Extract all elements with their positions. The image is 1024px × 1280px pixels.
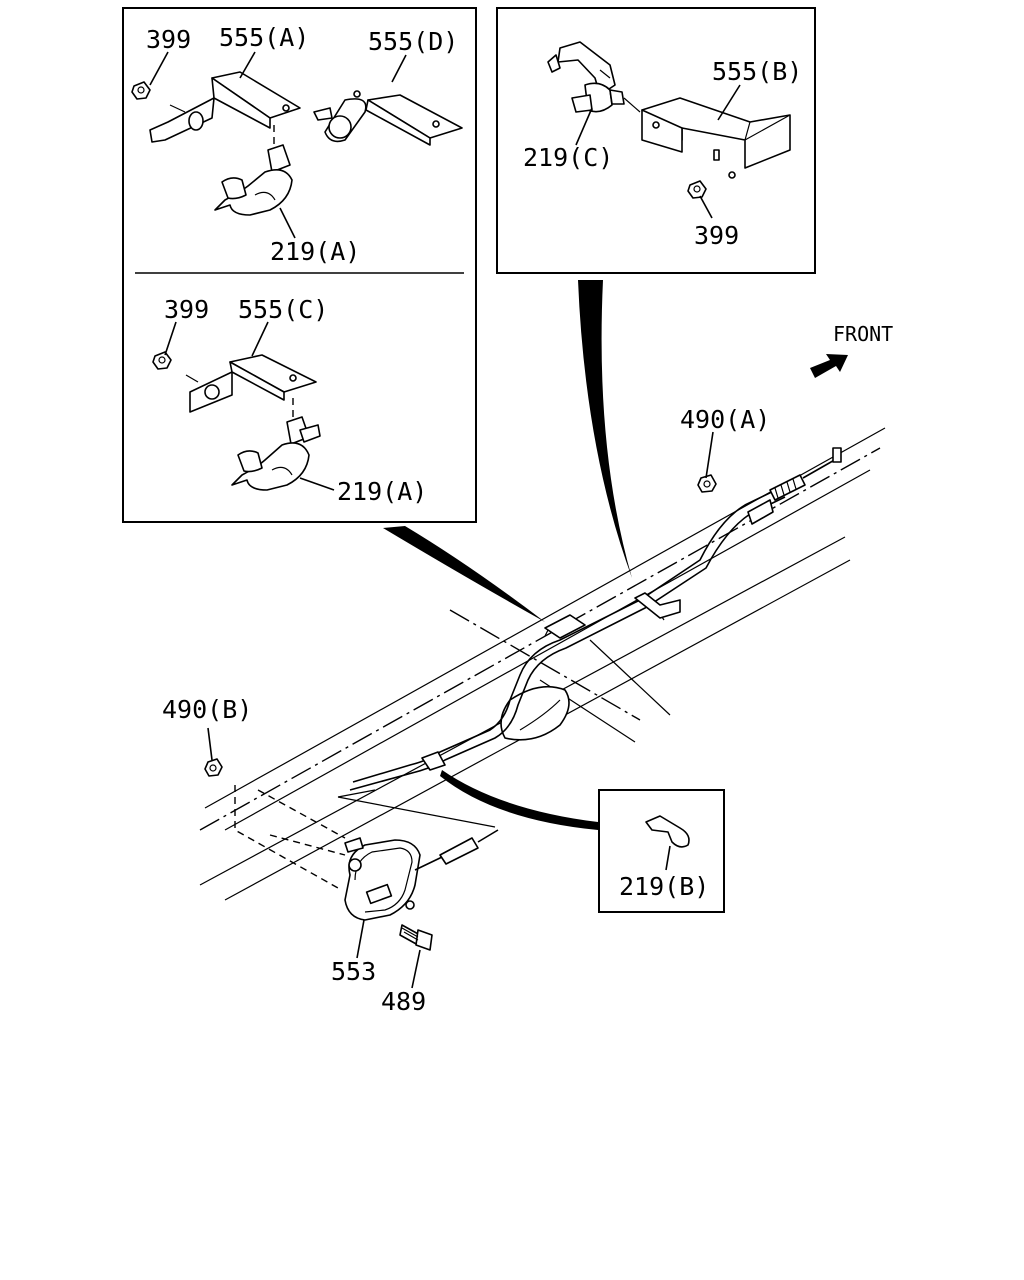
- detail-box-left: 399 555(A) 555(D) 219(A) 399 555(C) 219(…: [122, 7, 477, 523]
- front-indicator: FRONT: [810, 322, 893, 378]
- label-555d: 555(D): [368, 27, 458, 56]
- parking-brake-cable: [349, 447, 842, 791]
- label-399-b: 399: [694, 221, 739, 250]
- front-label: FRONT: [833, 322, 893, 346]
- front-arrow-icon: [810, 354, 848, 378]
- callout-arrow-top: [578, 280, 632, 578]
- label-490a: 490(A): [680, 405, 770, 434]
- nut-490a: [697, 474, 717, 493]
- label-219a-upper: 219(A): [270, 237, 360, 266]
- callout-arrow-left: [383, 526, 545, 622]
- lever-assembly-553: [234, 785, 499, 921]
- label-555b: 555(B): [712, 57, 802, 86]
- label-553: 553: [331, 957, 376, 986]
- detail-box-219b: 219(B): [598, 789, 725, 913]
- label-219a-lower: 219(A): [337, 477, 427, 506]
- label-399-a: 399: [146, 25, 191, 54]
- bolt-489: [399, 924, 433, 951]
- label-555c: 555(C): [238, 295, 328, 324]
- label-399-c: 399: [164, 295, 209, 324]
- label-219b: 219(B): [619, 872, 709, 901]
- detail-box-right: 555(B) 219(C) 399: [496, 7, 816, 274]
- callout-arrow-bottom: [440, 770, 598, 830]
- label-219c: 219(C): [523, 143, 613, 172]
- label-555a: 555(A): [219, 23, 309, 52]
- label-489: 489: [381, 987, 426, 1016]
- nut-490b: [204, 758, 223, 777]
- label-490b: 490(B): [162, 695, 252, 724]
